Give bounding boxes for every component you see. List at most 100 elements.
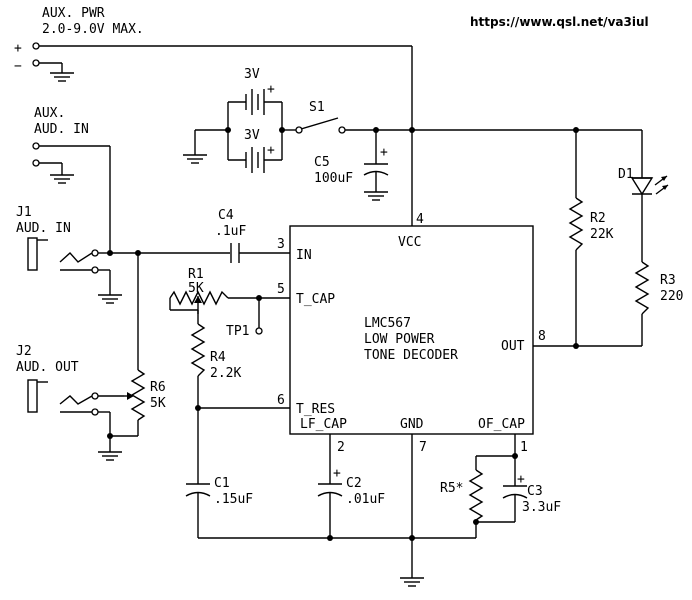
aux-power-input: AUX. PWR 2.0-9.0V MAX. + −	[14, 6, 412, 82]
pin-out-number: 8	[538, 329, 546, 344]
j2-ref: J2	[16, 344, 32, 359]
ground-icon	[50, 72, 74, 82]
j2-sleeve-terminal[interactable]	[91, 408, 99, 416]
j2-label: AUD. OUT	[16, 360, 79, 375]
source-url[interactable]: https://www.qsl.net/va3iul	[470, 15, 649, 29]
ground-icon	[98, 451, 122, 461]
r6-value: 5K	[150, 396, 166, 411]
pin-t-res-label: T_RES	[296, 402, 335, 417]
pin-lf-cap-number: 2	[337, 440, 345, 455]
c5-value: 100uF	[314, 171, 353, 186]
r6-ref: R6	[150, 380, 166, 395]
aux-audio-in-line1: AUX.	[34, 106, 65, 121]
j1-jack-body	[27, 237, 38, 271]
j1-ref: J1	[16, 205, 32, 220]
pin-of-cap-number: 1	[520, 440, 528, 455]
s1-terminal-right	[338, 126, 346, 134]
c2-polarity: +	[333, 466, 341, 481]
battery-2-polarity: +	[267, 143, 275, 158]
j1-label: AUD. IN	[16, 221, 71, 236]
r5-resistor: R5*	[440, 456, 484, 522]
c4-ref: C4	[218, 208, 234, 223]
r2-value: 22K	[590, 227, 614, 242]
r4-ref: R4	[210, 350, 226, 365]
tp1-test-point[interactable]: TP1	[226, 298, 263, 339]
r1-potentiometer: R1 5K	[169, 267, 290, 324]
tp1-ref: TP1	[226, 324, 249, 339]
tp1-terminal[interactable]	[255, 327, 263, 335]
c4-value: .1uF	[215, 224, 246, 239]
r1-ref: R1	[188, 267, 204, 282]
ground-icon	[50, 174, 74, 184]
led-icon	[630, 177, 654, 196]
c4-capacitor: C4 .1uF	[215, 208, 290, 263]
d1-ref: D1	[618, 167, 634, 182]
aux-audio-ground-terminal[interactable]	[32, 159, 40, 167]
pin-t-cap-number: 5	[277, 282, 285, 297]
aux-power-range: 2.0-9.0V MAX.	[42, 22, 144, 37]
pin-vcc-number: 4	[416, 212, 424, 227]
s1-switch[interactable]: S1	[295, 100, 346, 134]
aux-power-title: AUX. PWR	[42, 6, 105, 21]
pin-t-res-number: 6	[277, 393, 285, 408]
pin-t-cap-label: T_CAP	[296, 292, 335, 307]
s1-ref: S1	[309, 100, 325, 115]
battery-2-cells	[245, 147, 265, 173]
battery-supply: 3V + 3V +	[183, 67, 296, 173]
pin-gnd-number: 7	[419, 440, 427, 455]
aux-power-minus-terminal[interactable]	[32, 59, 40, 67]
pin-out-label: OUT	[501, 339, 525, 354]
ic-part-number: LMC567	[364, 316, 411, 331]
c2-capacitor: C2 .01uF +	[317, 466, 385, 507]
j2-tip-terminal[interactable]	[91, 392, 99, 400]
s1-lever	[300, 117, 339, 130]
r5-ref: R5*	[440, 481, 463, 496]
j1-tip-contact	[59, 252, 93, 263]
j1-tip-terminal[interactable]	[91, 249, 99, 257]
aux-power-minus-sign: −	[14, 59, 22, 74]
battery-1-label: 3V	[244, 67, 260, 82]
r3-resistor: R3 220	[634, 261, 683, 315]
j1-audio-in-jack: J1 AUD. IN	[16, 205, 122, 304]
ic-description-1: LOW POWER	[364, 332, 435, 347]
r3-value: 220	[660, 289, 683, 304]
pin-lf-cap-label: LF_CAP	[300, 417, 347, 432]
j2-jack-body	[27, 379, 38, 413]
ground-icon	[98, 294, 122, 304]
c5-capacitor: C5 100uF +	[314, 130, 389, 201]
c2-value: .01uF	[346, 492, 385, 507]
ground-icon	[364, 191, 388, 201]
r1-value: 5K	[188, 281, 204, 296]
r4-resistor: R4 2.2K	[190, 323, 241, 381]
c1-ref: C1	[214, 476, 230, 491]
aux-power-plus-sign: +	[14, 41, 22, 56]
s1-terminal-left	[295, 126, 303, 134]
c3-ref: C3	[527, 484, 543, 499]
aux-power-plus-terminal[interactable]	[32, 42, 40, 50]
battery-1-cells	[245, 89, 265, 115]
pin-gnd-label: GND	[400, 417, 424, 432]
j2-audio-out-jack: J2 AUD. OUT	[16, 344, 124, 461]
r6-potentiometer: R6 5K	[107, 253, 166, 439]
c2-ref: C2	[346, 476, 362, 491]
battery-1-polarity: +	[267, 82, 275, 97]
r2-resistor: R2 22K	[568, 197, 614, 251]
c1-capacitor: C1 .15uF	[185, 476, 253, 507]
r4-value: 2.2K	[210, 366, 241, 381]
r2-ref: R2	[590, 211, 606, 226]
aux-audio-in-line2: AUD. IN	[34, 122, 89, 137]
pin-vcc-label: VCC	[398, 235, 421, 250]
j1-sleeve-terminal[interactable]	[91, 266, 99, 274]
pin-in-number: 3	[277, 237, 285, 252]
pin-of-cap-label: OF_CAP	[478, 417, 525, 432]
aux-audio-input: AUX. AUD. IN	[32, 106, 111, 253]
aux-audio-signal-terminal[interactable]	[32, 142, 40, 150]
battery-2-label: 3V	[244, 128, 260, 143]
r3-ref: R3	[660, 273, 676, 288]
d1-led: D1	[618, 167, 669, 196]
c1-value: .15uF	[214, 492, 253, 507]
ground-icon	[400, 577, 424, 587]
c3-capacitor: C3 3.3uF +	[502, 456, 561, 522]
c5-polarity: +	[380, 145, 388, 160]
